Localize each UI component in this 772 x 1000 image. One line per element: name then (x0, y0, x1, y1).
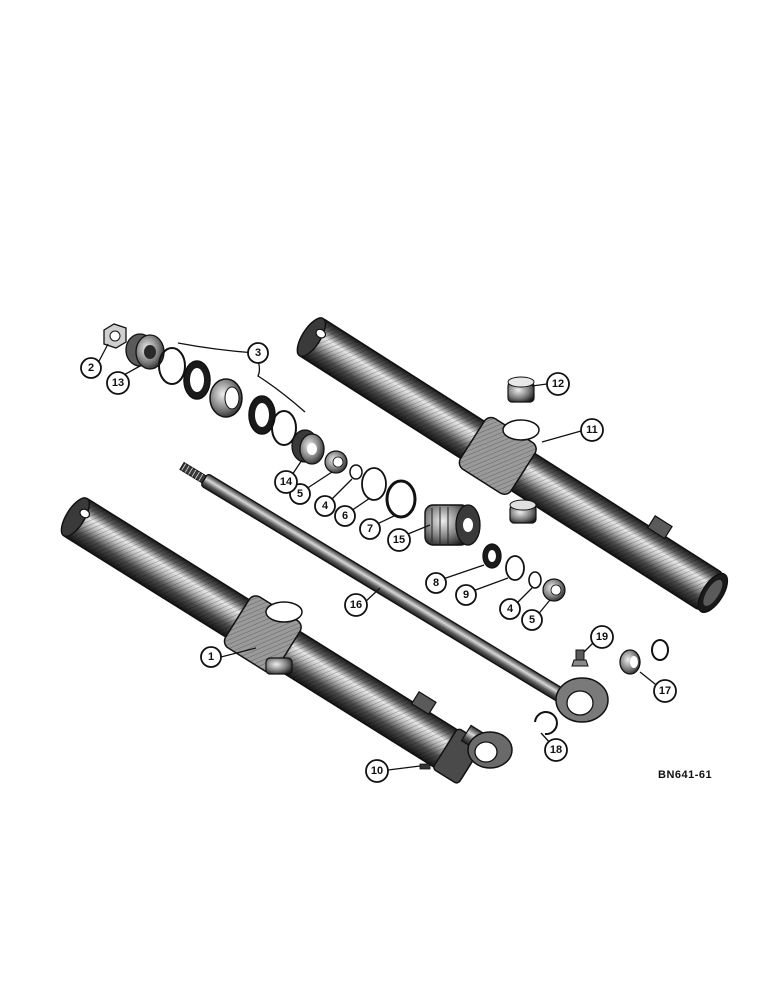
lower-trunnion-bearing (265, 657, 293, 675)
callout-2: 2 (80, 357, 102, 379)
part-18-snap-ring (534, 711, 558, 736)
svg-text:2: 2 (88, 362, 94, 374)
callout-13: 13 (106, 371, 130, 395)
svg-text:6: 6 (342, 510, 348, 522)
callout-4-upper: 4 (314, 495, 336, 517)
part-14-gland (291, 429, 325, 465)
svg-text:18: 18 (550, 744, 562, 756)
part-16-piston-rod (179, 461, 576, 708)
part-15-cylinder-head (424, 504, 481, 546)
svg-text:9: 9 (463, 589, 469, 601)
part-4-o-ring-lower (528, 571, 542, 589)
svg-text:14: 14 (280, 476, 293, 488)
svg-text:5: 5 (529, 614, 535, 626)
svg-text:1: 1 (208, 651, 214, 663)
drawing-reference-code: BN641-61 (658, 769, 712, 781)
svg-text:17: 17 (659, 685, 671, 697)
svg-text:15: 15 (393, 534, 405, 546)
part-3-packing-set (158, 347, 297, 446)
svg-text:11: 11 (586, 424, 598, 436)
upper-trunnion-bore (502, 419, 540, 441)
lower-rod-eye (460, 724, 513, 769)
part-7-backup-ring (385, 479, 417, 519)
svg-text:5: 5 (297, 488, 303, 500)
part-13-piston-head (125, 333, 165, 370)
svg-text:4: 4 (322, 500, 329, 512)
callout-15: 15 (387, 528, 411, 552)
callout-6: 6 (334, 505, 356, 527)
part-9-ring (505, 555, 525, 581)
callout-8: 8 (425, 572, 447, 594)
callout-14: 14 (274, 470, 298, 494)
rod-eye (555, 677, 609, 723)
callout-1: 1 (200, 646, 222, 668)
callout-7: 7 (359, 518, 381, 540)
part-12-bushing (507, 376, 535, 403)
svg-text:16: 16 (350, 599, 362, 611)
svg-text:19: 19 (596, 631, 608, 643)
callout-11: 11 (580, 418, 604, 442)
upper-trunnion-bearing-lower (509, 499, 537, 524)
svg-text:10: 10 (371, 765, 383, 777)
callout-16: 16 (344, 593, 368, 617)
callout-17: 17 (653, 679, 677, 703)
callout-10: 10 (365, 759, 389, 783)
callout-9: 9 (455, 584, 477, 606)
svg-text:7: 7 (367, 523, 373, 535)
callout-12: 12 (546, 372, 570, 396)
svg-text:13: 13 (112, 377, 124, 389)
part-8-seal-bore (488, 550, 496, 562)
svg-text:8: 8 (433, 577, 439, 589)
callout-5-lower: 5 (521, 609, 543, 631)
part-2-nut (103, 323, 127, 349)
part-10-grease-fitting (419, 763, 431, 770)
callout-18: 18 (544, 738, 568, 762)
svg-text:3: 3 (255, 347, 261, 359)
callout-3: 3 (247, 342, 269, 364)
part-17-bushing (619, 639, 669, 675)
part-4-o-ring-upper (349, 464, 363, 480)
lower-trunnion-bore (265, 601, 303, 623)
lower-cylinder-barrel (60, 497, 483, 784)
callout-19: 19 (590, 625, 614, 649)
part-5-wiper-lower (542, 578, 566, 602)
svg-text:12: 12 (552, 378, 564, 390)
part-5-wiper-upper (324, 450, 348, 474)
part-6-o-ring (361, 467, 387, 501)
part-19-grease-fitting (571, 649, 589, 667)
svg-text:4: 4 (507, 603, 514, 615)
callout-4-lower: 4 (499, 598, 521, 620)
